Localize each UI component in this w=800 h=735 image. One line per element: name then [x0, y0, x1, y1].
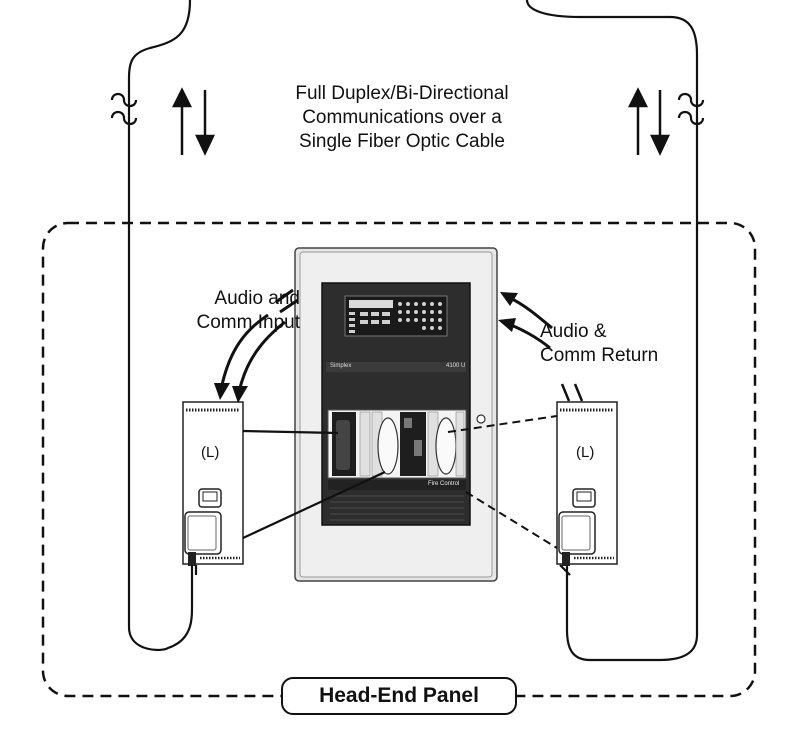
head-end-panel-title: Head-End Panel	[281, 677, 517, 715]
left-fiber-cable	[127, 0, 194, 651]
left-fiber-module	[182, 401, 244, 566]
panel-brand: Simplex	[330, 363, 352, 369]
caption-line-1: Full Duplex/Bi-Directional	[295, 83, 509, 104]
right-module-tag: (L)	[576, 444, 595, 461]
audio-input-line-1: Audio and	[214, 288, 300, 309]
caption-line-2: Communications over a	[302, 107, 502, 128]
fiber-caption: Full Duplex/Bi-Directional Communication…	[232, 82, 572, 154]
up-down-arrows-icon	[171, 87, 215, 156]
audio-return-line-2: Comm Return	[540, 345, 659, 366]
panel-badge: Fire Control	[428, 481, 460, 487]
right-fiber-module	[556, 401, 618, 566]
cabinet	[294, 247, 498, 582]
break-symbol-icon	[677, 92, 705, 126]
right-fiber-cable	[525, 0, 699, 662]
return-wires	[447, 415, 558, 549]
input-lead-lines	[275, 288, 299, 314]
panel-model: 4100 U	[446, 363, 466, 369]
return-lead-lines	[560, 383, 584, 402]
audio-return-line-1: Audio &	[540, 321, 607, 342]
input-arrowheads	[214, 383, 248, 403]
break-symbol-icon	[110, 92, 138, 126]
caption-line-3: Single Fiber Optic Cable	[299, 131, 505, 152]
audio-input-label: Audio and Comm Input	[140, 287, 300, 335]
audio-return-label: Audio & Comm Return	[540, 320, 710, 368]
connector-wires	[194, 429, 571, 576]
audio-input-line-2: Comm Input	[196, 312, 300, 333]
input-arrows	[220, 313, 286, 389]
up-down-arrows-icon	[627, 87, 670, 156]
left-module-tag: (L)	[201, 444, 220, 461]
return-arrowheads	[498, 292, 518, 332]
